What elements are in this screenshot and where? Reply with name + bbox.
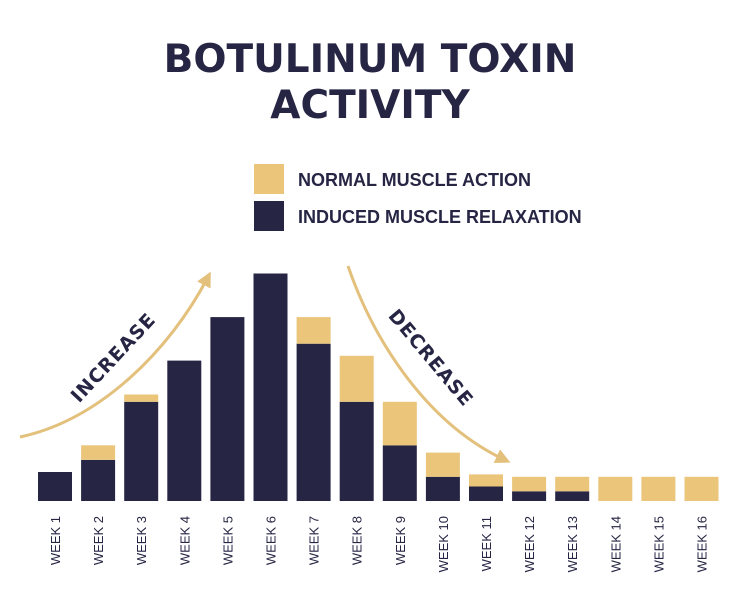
bar-week-7-normal-muscle-action <box>296 317 331 344</box>
x-axis-ticks: WEEK 1 WEEK 2 WEEK 3 WEEK 4 WEEK 5 WEEK 6 WEEK… <box>48 516 710 572</box>
bar-week-12-induced-muscle-relaxation <box>512 491 547 501</box>
bar-week-5-induced-muscle-relaxation <box>210 317 245 501</box>
tick-label-week-12: WEEK 12 <box>522 516 537 572</box>
bar-week-1-induced-muscle-relaxation <box>38 472 72 501</box>
tick-label-week-7: WEEK 7 <box>307 516 322 565</box>
bar-week-9-normal-muscle-action <box>382 401 417 446</box>
bar-week-9-induced-muscle-relaxation <box>382 445 417 501</box>
tick-label-week-2: WEEK 2 <box>91 516 106 565</box>
legend-label-induced-muscle-relaxation: INDUCED MUSCLE RELAXATION <box>298 207 582 227</box>
bar-week-13-normal-muscle-action <box>555 476 590 492</box>
bar-week-11-induced-muscle-relaxation <box>469 486 503 501</box>
chart-title-line-2: ACTIVITY <box>270 83 470 128</box>
legend: NORMAL MUSCLE ACTION INDUCED MUSCLE RELAX… <box>254 164 582 231</box>
tick-label-week-11: WEEK 11 <box>479 516 494 571</box>
bar-week-2-normal-muscle-action <box>81 445 116 460</box>
bar-week-14-normal-muscle-action <box>598 476 633 501</box>
bar-week-13-induced-muscle-relaxation <box>555 491 590 501</box>
decrease-arrow <box>346 265 511 463</box>
legend-swatch-normal-muscle-action <box>254 164 284 194</box>
bar-week-8-normal-muscle-action <box>339 355 374 402</box>
bar-week-7-induced-muscle-relaxation <box>296 343 331 501</box>
bar-week-10-normal-muscle-action <box>425 452 460 477</box>
tick-label-week-8: WEEK 8 <box>350 516 365 565</box>
bar-week-16-normal-muscle-action <box>684 476 719 501</box>
bar-week-10-induced-muscle-relaxation <box>425 476 460 501</box>
bar-week-3-induced-muscle-relaxation <box>124 401 159 501</box>
bars <box>38 273 719 501</box>
tick-label-week-5: WEEK 5 <box>220 516 235 565</box>
bar-week-4-induced-muscle-relaxation <box>167 360 202 501</box>
bar-week-2-induced-muscle-relaxation <box>81 459 116 501</box>
tick-label-week-16: WEEK 16 <box>695 516 710 572</box>
tick-label-week-4: WEEK 4 <box>177 516 192 565</box>
bar-week-12-normal-muscle-action <box>512 476 547 492</box>
decrease-annotation: DECREASE <box>384 305 478 411</box>
increase-arrow <box>19 271 211 439</box>
tick-label-week-3: WEEK 3 <box>134 516 149 565</box>
tick-label-week-14: WEEK 14 <box>608 516 623 572</box>
tick-label-week-1: WEEK 1 <box>48 516 63 565</box>
bar-week-11-normal-muscle-action <box>469 474 503 487</box>
tick-label-week-10: WEEK 10 <box>436 516 451 572</box>
bar-week-6-induced-muscle-relaxation <box>253 273 288 501</box>
tick-label-week-6: WEEK 6 <box>264 516 279 565</box>
legend-swatch-induced-muscle-relaxation <box>254 201 284 231</box>
bar-week-15-normal-muscle-action <box>641 476 676 501</box>
bar-week-3-normal-muscle-action <box>124 394 159 402</box>
tick-label-week-15: WEEK 15 <box>651 516 666 572</box>
chart-title-line-1: BOTULINUM TOXIN <box>164 37 577 82</box>
tick-label-week-9: WEEK 9 <box>393 516 408 565</box>
tick-label-week-13: WEEK 13 <box>565 516 580 572</box>
bar-week-8-induced-muscle-relaxation <box>339 401 374 501</box>
legend-label-normal-muscle-action: NORMAL MUSCLE ACTION <box>298 170 531 190</box>
